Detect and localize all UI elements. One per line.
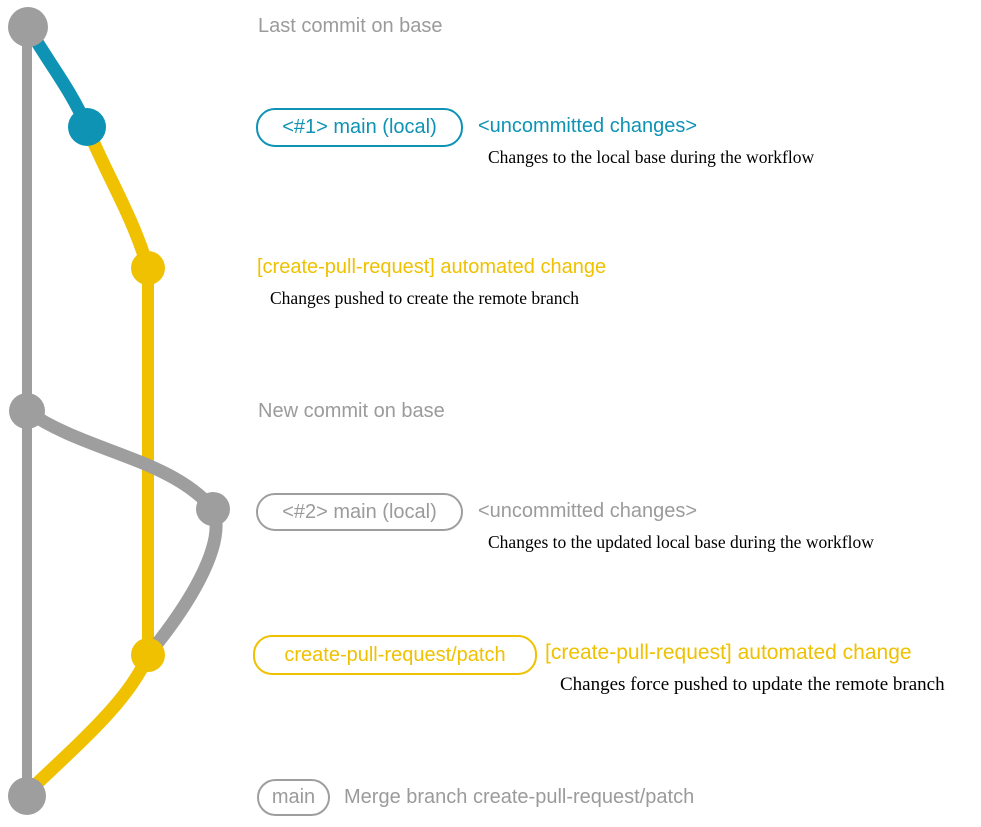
label-new-commit-on-base: New commit on base (258, 400, 445, 422)
branch-badge-main-label: main (271, 786, 316, 808)
commit-automated-change-2 (131, 638, 165, 672)
commit-merge-on-base (8, 777, 46, 815)
branch-badge-create-pull-request-patch: create-pull-request/patch (253, 635, 537, 675)
edge-yellow-merge-to-base (21, 648, 155, 799)
branch-badge-main-local-1: <#1> main (local) (256, 108, 463, 147)
commit-main-local-2 (196, 492, 230, 526)
edge-yellow-branch-upper (80, 120, 155, 275)
branch-badge-main-local-2-label: <#2> main (local) (282, 500, 437, 523)
branch-badge-create-pull-request-patch-label: create-pull-request/patch (284, 643, 506, 666)
commit-main-local-1 (68, 108, 106, 146)
commit-new-on-base (9, 393, 45, 429)
commit-automated-change-1 (131, 251, 165, 285)
desc-automated-change-2: Changes force pushed to update the remot… (560, 674, 945, 695)
label-last-commit-on-base: Last commit on base (258, 15, 443, 37)
desc-automated-change-1: Changes pushed to create the remote bran… (270, 288, 580, 308)
desc-uncommitted-changes-1: Changes to the local base during the wor… (488, 147, 815, 167)
branch-badge-main-local-2: <#2> main (local) (256, 493, 463, 531)
branch-badge-main: main (257, 779, 330, 816)
desc-uncommitted-changes-2: Changes to the updated local base during… (488, 532, 874, 552)
label-merge-branch: Merge branch create-pull-request/patch (344, 786, 695, 808)
label-uncommitted-changes-2: <uncommitted changes> (478, 500, 698, 522)
commit-last-on-base (8, 7, 48, 47)
label-automated-change-2: [create-pull-request] automated change (545, 641, 912, 664)
label-uncommitted-changes-1: <uncommitted changes> (478, 115, 698, 137)
label-automated-change-1: [create-pull-request] automated change (257, 256, 607, 278)
branch-badge-main-local-1-label: <#1> main (local) (282, 116, 437, 138)
edge-gray-rebase-branch (20, 404, 223, 662)
